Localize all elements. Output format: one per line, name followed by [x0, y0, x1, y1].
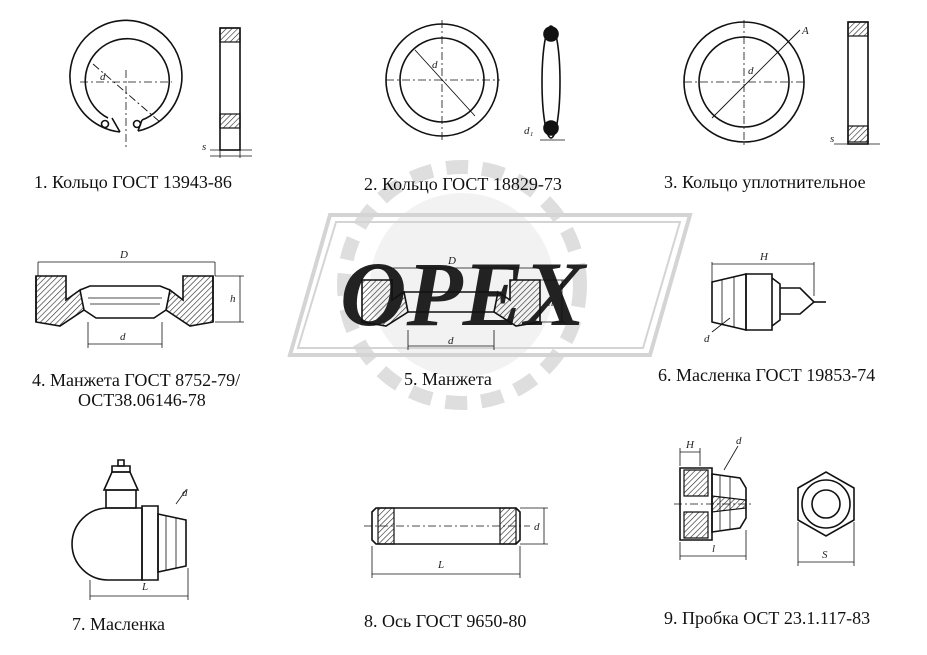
part-5-cuff — [361, 267, 566, 350]
caption-8: 8. Ось ГОСТ 9650-80 — [364, 611, 527, 631]
dim-D-5: D — [447, 255, 456, 267]
dim-d-4: d — [120, 331, 126, 343]
dim-A-3: A — [801, 25, 809, 37]
dim-D-4: D — [119, 249, 128, 261]
dim-s-3: s — [830, 133, 834, 145]
caption-5: 5. Манжета — [404, 369, 492, 389]
part-9-plug — [674, 445, 855, 566]
dim-L-9: l — [712, 543, 715, 555]
dim-d-2: d — [432, 59, 438, 71]
dim-d-9: d — [736, 435, 742, 447]
dim-d-7: d — [182, 487, 188, 499]
dim-d-8: d — [534, 521, 540, 533]
dim-d-3: d — [748, 65, 754, 77]
watermark-logo: OPEX — [287, 160, 693, 410]
dim-h-4: h — [230, 293, 236, 305]
dim-H-9: H — [685, 439, 695, 451]
caption-6: 6. Масленка ГОСТ 19853-74 — [658, 365, 876, 385]
caption-4-line1: 4. Манжета ГОСТ 8752-79/ — [32, 370, 241, 390]
dim-S-9: S — [822, 549, 828, 561]
dim-h-5: h — [548, 297, 554, 309]
dim-s-1: s — [202, 141, 206, 153]
part-3-sealing-ring — [683, 20, 880, 146]
caption-4-line2: ОСТ38.06146-78 — [78, 390, 206, 410]
caption-2: 2. Кольцо ГОСТ 18829-73 — [364, 174, 562, 194]
part-7-angle-nipple — [71, 459, 189, 600]
dim-L-8: L — [437, 559, 444, 571]
caption-3: 3. Кольцо уплотнительное — [664, 172, 866, 192]
part-6-grease-nipple — [711, 262, 826, 333]
caption-7: 7. Масленка — [72, 614, 166, 634]
dim-d-1: d — [100, 71, 106, 83]
dim-d-6: d — [704, 333, 710, 345]
part-4-cuff — [35, 261, 244, 348]
caption-9: 9. Пробка ОСТ 23.1.117-83 — [664, 608, 871, 628]
dim-H-6: H — [759, 251, 769, 263]
caption-1: 1. Кольцо ГОСТ 13943-86 — [34, 172, 232, 192]
part-1-retaining-ring — [69, 19, 252, 158]
dim-d1-2: d₁ — [524, 125, 534, 137]
part-2-o-ring — [385, 20, 565, 141]
part-8-pin — [364, 507, 548, 578]
dim-L-7: L — [141, 581, 148, 593]
dim-d-5: d — [448, 335, 454, 347]
